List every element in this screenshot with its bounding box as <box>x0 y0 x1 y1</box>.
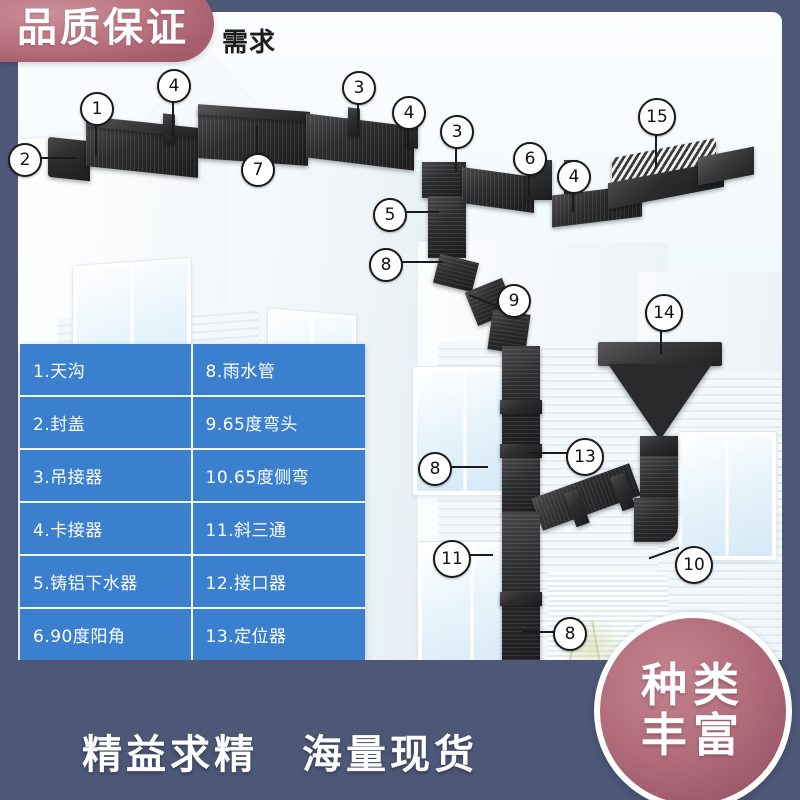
legend-cell-2: 2.封盖 <box>20 397 193 450</box>
lead-line-5 <box>256 126 258 156</box>
pipe-locator-clip-a <box>500 400 542 414</box>
lead-line-1 <box>95 120 97 156</box>
legend-cell-12: 12.接口器 <box>192 556 365 609</box>
callout-2[interactable]: 2 <box>8 143 42 177</box>
table-row: 5.铸铝下水器 12.接口器 <box>20 556 365 609</box>
callout-11[interactable]: 5 <box>373 198 407 232</box>
callout-5[interactable]: 7 <box>241 153 275 187</box>
lead-line-5b <box>403 211 439 213</box>
lead-line-4 <box>357 99 359 135</box>
gutter-end-cap <box>48 136 90 182</box>
callout-8[interactable]: 6 <box>513 142 547 176</box>
variety-badge: 种类 丰富 <box>594 612 792 800</box>
lead-line-6 <box>407 124 409 152</box>
table-row: 2.封盖 9.65度弯头 <box>20 397 365 450</box>
quality-guarantee-badge: 品质保证 <box>0 0 214 62</box>
callout-7[interactable]: 3 <box>440 115 474 149</box>
legend-body: 1.天沟 8.雨水管 2.封盖 9.65度弯头 3.吊接器 10.65度侧弯 4… <box>20 344 365 660</box>
legend-cell-5: 5.铸铝下水器 <box>20 556 193 609</box>
cast-aluminum-outlet <box>422 162 466 198</box>
lead-line-3 <box>172 97 174 137</box>
lead-line-15 <box>655 130 657 168</box>
callout-19[interactable]: 8 <box>553 617 587 651</box>
side-bend-65 <box>634 498 678 542</box>
callout-3[interactable]: 4 <box>157 69 191 103</box>
callout-16[interactable]: 8 <box>418 452 452 486</box>
downspout-main-lower <box>502 512 540 664</box>
legend-cell-6: 6.90度阳角 <box>20 609 193 660</box>
callout-4[interactable]: 3 <box>342 71 376 105</box>
legend-cell-3: 3.吊接器 <box>20 450 193 503</box>
table-row: 6.90度阳角 13.定位器 <box>20 609 365 660</box>
lead-line-2 <box>38 157 78 159</box>
pipe-locator-clip-c <box>500 592 542 606</box>
variety-badge-line1: 种类 <box>641 658 745 713</box>
lead-line-11 <box>463 554 493 556</box>
legend-cell-11: 11.斜三通 <box>192 503 365 556</box>
callout-1[interactable]: 1 <box>80 92 114 126</box>
hopper-throat <box>640 436 678 458</box>
legend-cell-8: 8.雨水管 <box>192 344 365 397</box>
callout-17[interactable]: 11 <box>433 540 471 578</box>
legend-cell-10: 10.65度侧弯 <box>192 450 365 503</box>
lead-line-13 <box>528 452 570 454</box>
variety-badge-line2: 丰富 <box>641 708 745 762</box>
quality-guarantee-label: 品质保证 <box>17 5 189 51</box>
table-row: 3.吊接器 10.65度侧弯 <box>20 450 365 503</box>
legend-cell-13: 13.定位器 <box>192 609 365 660</box>
lead-line-8 <box>528 170 530 198</box>
lead-line-7 <box>455 143 457 171</box>
legend-cell-4: 4.卡接器 <box>20 503 193 556</box>
legend-cell-9: 9.65度弯头 <box>192 397 365 450</box>
downspout-main-upper <box>502 346 540 446</box>
callout-14[interactable]: 14 <box>645 294 683 332</box>
window-right <box>678 432 776 560</box>
callout-9[interactable]: 4 <box>557 160 591 194</box>
table-row: 1.天沟 8.雨水管 <box>20 344 365 397</box>
callout-13[interactable]: 9 <box>497 284 531 318</box>
downspout-top <box>428 196 466 258</box>
pipe-locator-clip-b <box>500 444 542 458</box>
lead-line-8a <box>399 261 443 263</box>
callout-6[interactable]: 4 <box>392 96 426 130</box>
lead-line-8c <box>522 631 556 633</box>
lead-line-8b <box>448 466 488 468</box>
callout-18[interactable]: 10 <box>675 546 713 584</box>
legend-cell-1: 1.天沟 <box>20 344 193 397</box>
footer-slogan: 精益求精 海量现货 <box>82 732 478 778</box>
rain-hopper-funnel <box>608 364 712 440</box>
page-title: 需求 <box>222 28 277 58</box>
callout-12[interactable]: 8 <box>369 248 403 282</box>
table-row: 4.卡接器 11.斜三通 <box>20 503 365 556</box>
callout-15[interactable]: 13 <box>566 438 604 476</box>
parts-legend-table: 1.天沟 8.雨水管 2.封盖 9.65度弯头 3.吊接器 10.65度侧弯 4… <box>20 344 365 660</box>
lead-line-9 <box>572 188 574 212</box>
callout-10[interactable]: 15 <box>638 98 676 136</box>
lead-line-14 <box>660 326 662 354</box>
